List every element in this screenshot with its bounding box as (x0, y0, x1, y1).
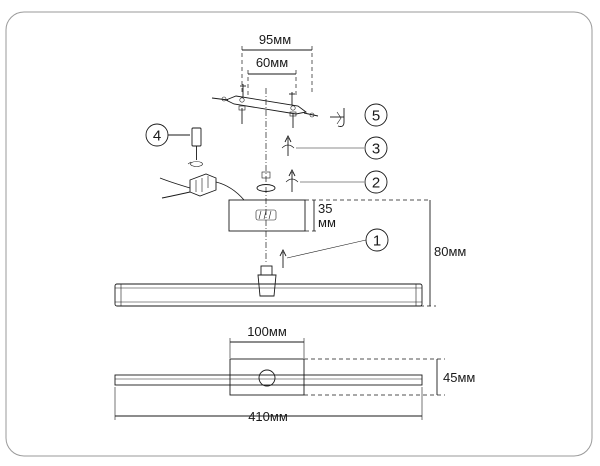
base-height-dimension: 45мм (304, 358, 475, 396)
callout-3: 3 (281, 134, 388, 160)
callout-2: 2 (285, 168, 388, 194)
callout-3-label: 3 (372, 141, 380, 158)
total-length-dimension: 410мм (114, 387, 423, 424)
callout-2-label: 2 (372, 175, 380, 192)
lamp-bar-side (114, 265, 423, 307)
dim-total-length: 410мм (248, 409, 288, 424)
dim-box-height-value: 35 (318, 201, 332, 216)
dim-base-width: 100мм (247, 324, 287, 339)
dim-total-height: 80мм (434, 244, 466, 259)
dim-base-height: 45мм (443, 370, 475, 385)
box-height-dimension: 35 мм (305, 199, 430, 232)
lamp-bar-front (114, 358, 423, 396)
bracket-dimensions: 95мм 60мм (241, 32, 313, 96)
terminal-block (159, 173, 245, 201)
base-width-dimension: 100мм (229, 324, 305, 358)
dim-box-height-unit: мм (318, 215, 336, 230)
dim-bracket-inner: 60мм (256, 55, 288, 70)
outer-frame (5, 11, 593, 457)
callout-5: 5 (330, 103, 388, 127)
canopy-box (228, 199, 306, 232)
dim-bracket-outer: 95мм (259, 32, 291, 47)
callout-1: 1 (279, 228, 389, 268)
callout-4: 4 (145, 123, 203, 167)
callout-5-label: 5 (372, 108, 380, 125)
callout-4-label: 4 (153, 128, 161, 145)
mounting-bracket (211, 84, 319, 128)
washer (256, 171, 276, 192)
total-height-dimension: 80мм (420, 200, 466, 307)
callout-1-label: 1 (373, 233, 381, 250)
